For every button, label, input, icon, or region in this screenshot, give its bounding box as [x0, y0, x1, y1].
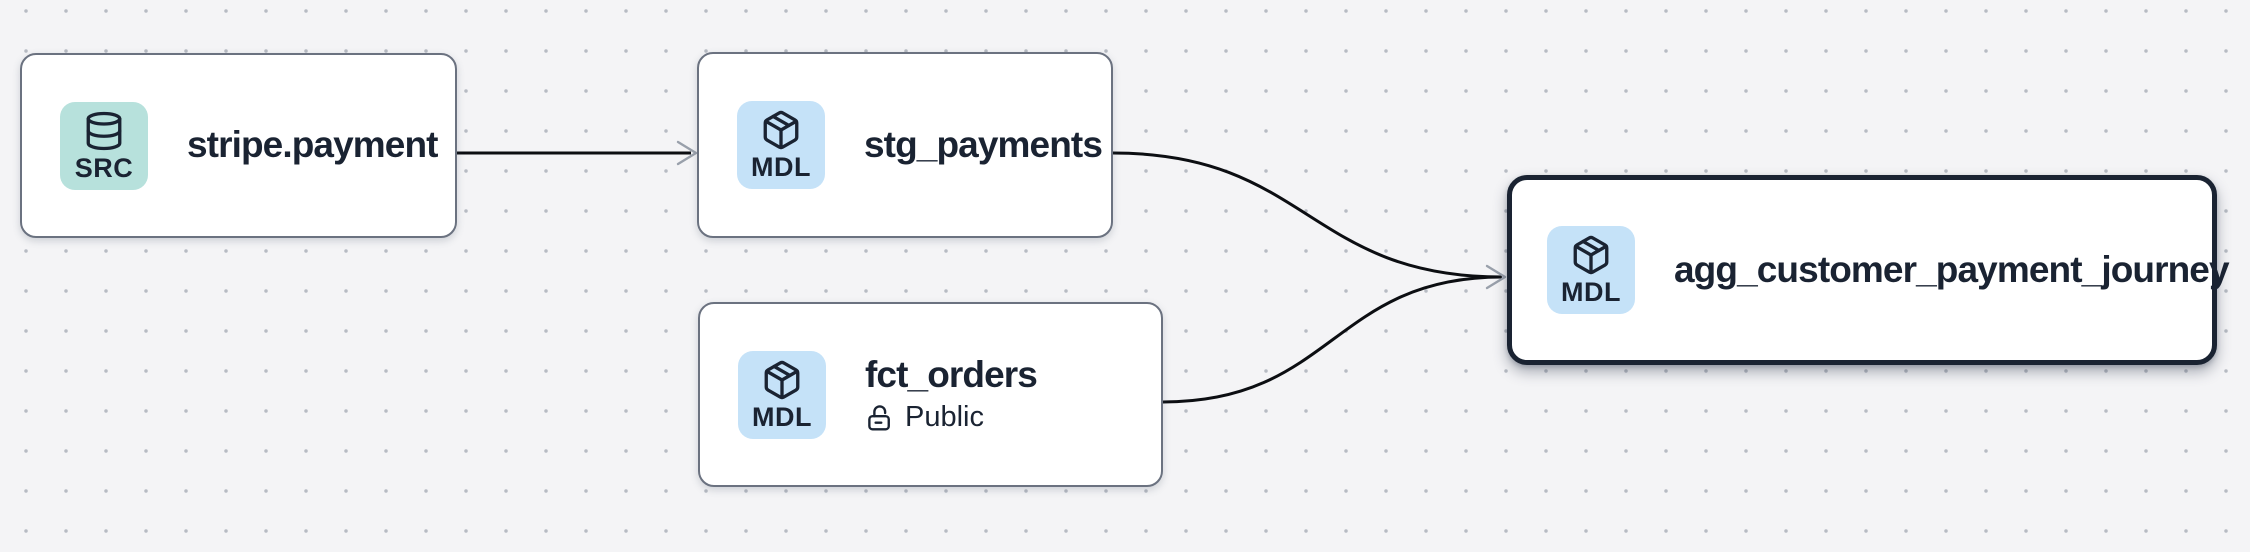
node-title: agg_customer_payment_journey	[1674, 248, 2230, 290]
node-type-label: MDL	[1561, 277, 1621, 307]
node-stg-payments[interactable]: MDL stg_payments	[697, 52, 1113, 238]
node-type-badge: MDL	[737, 101, 825, 189]
node-fct-orders[interactable]: MDL fct_orders Public	[698, 302, 1163, 487]
edge-stg-payments-to-agg-customer-payment-journey[interactable]	[1112, 151, 1503, 279]
node-type-label: SRC	[74, 152, 134, 183]
access-label: Public	[905, 400, 984, 433]
node-type-label: MDL	[751, 152, 811, 182]
arrowhead-icon	[676, 140, 698, 166]
node-title: stripe.payment	[187, 124, 438, 166]
node-title: stg_payments	[864, 123, 1103, 165]
database-icon	[86, 111, 122, 150]
node-agg-customer-payment-journey[interactable]: MDL agg_customer_payment_journey	[1507, 175, 2230, 365]
edge-fct-orders-to-agg-customer-payment-journey[interactable]	[1162, 275, 1503, 404]
package-icon	[764, 360, 800, 399]
node-type-label: MDL	[752, 401, 812, 432]
node-type-badge: SRC	[60, 101, 148, 190]
node-stripe-payment[interactable]: SRC stripe.payment	[20, 53, 457, 238]
node-type-badge: MDL	[738, 350, 826, 439]
access-row: Public	[865, 400, 1037, 434]
node-type-badge: MDL	[1547, 226, 1635, 314]
package-icon	[763, 110, 799, 150]
arrowhead-icon	[1485, 264, 1507, 290]
unlock-icon	[868, 405, 890, 431]
package-icon	[1573, 235, 1609, 275]
node-title: fct_orders	[865, 354, 1038, 396]
